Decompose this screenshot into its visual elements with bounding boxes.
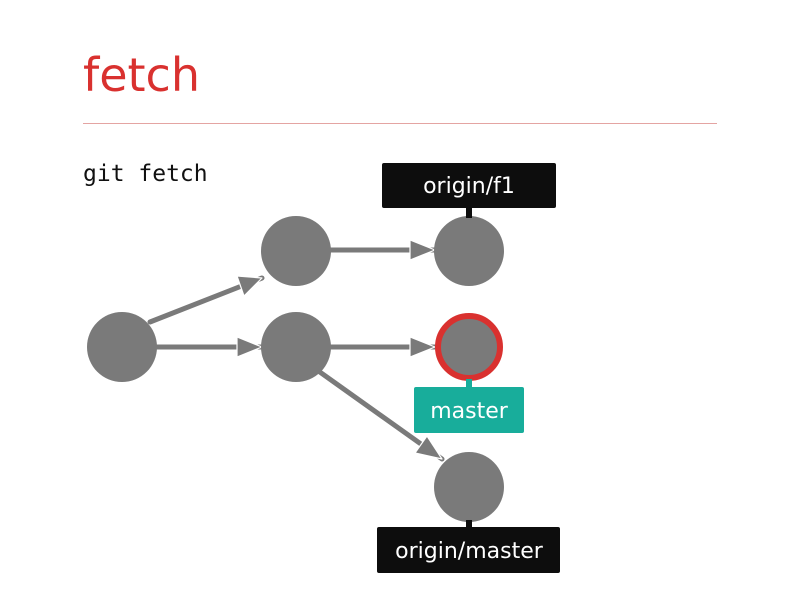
ref-origin-f1-label: origin/f1 <box>423 174 515 199</box>
ref-origin-master[interactable]: origin/master <box>377 527 560 573</box>
ref-master-label: master <box>430 399 509 424</box>
commit-node[interactable] <box>261 312 331 382</box>
ref-origin-f1[interactable]: origin/f1 <box>382 163 556 208</box>
arrowhead-c1-c3 <box>236 336 263 358</box>
arrowhead-c3-c5 <box>409 336 436 358</box>
commits <box>87 216 504 522</box>
commit-node-highlighted[interactable] <box>435 313 503 381</box>
arrowhead-c2-c4 <box>409 239 436 261</box>
title-divider <box>83 123 717 124</box>
commit-node[interactable] <box>434 216 504 286</box>
ref-master[interactable]: master <box>414 387 524 433</box>
ref-master-box <box>414 387 524 433</box>
arrowhead-c3-c6 <box>414 435 443 460</box>
commit-node[interactable] <box>434 452 504 522</box>
git-command: git fetch <box>83 161 208 187</box>
commit-node[interactable] <box>261 216 331 286</box>
commit-node[interactable] <box>87 312 157 382</box>
arrowhead-c1-c2 <box>236 275 263 297</box>
edge-arrowheads <box>236 239 443 460</box>
ref-origin-f1-box <box>382 163 556 208</box>
ref-origin-master-label: origin/master <box>395 539 544 564</box>
ref-origin-master-box <box>377 527 560 573</box>
slide-title: fetch <box>83 48 200 102</box>
